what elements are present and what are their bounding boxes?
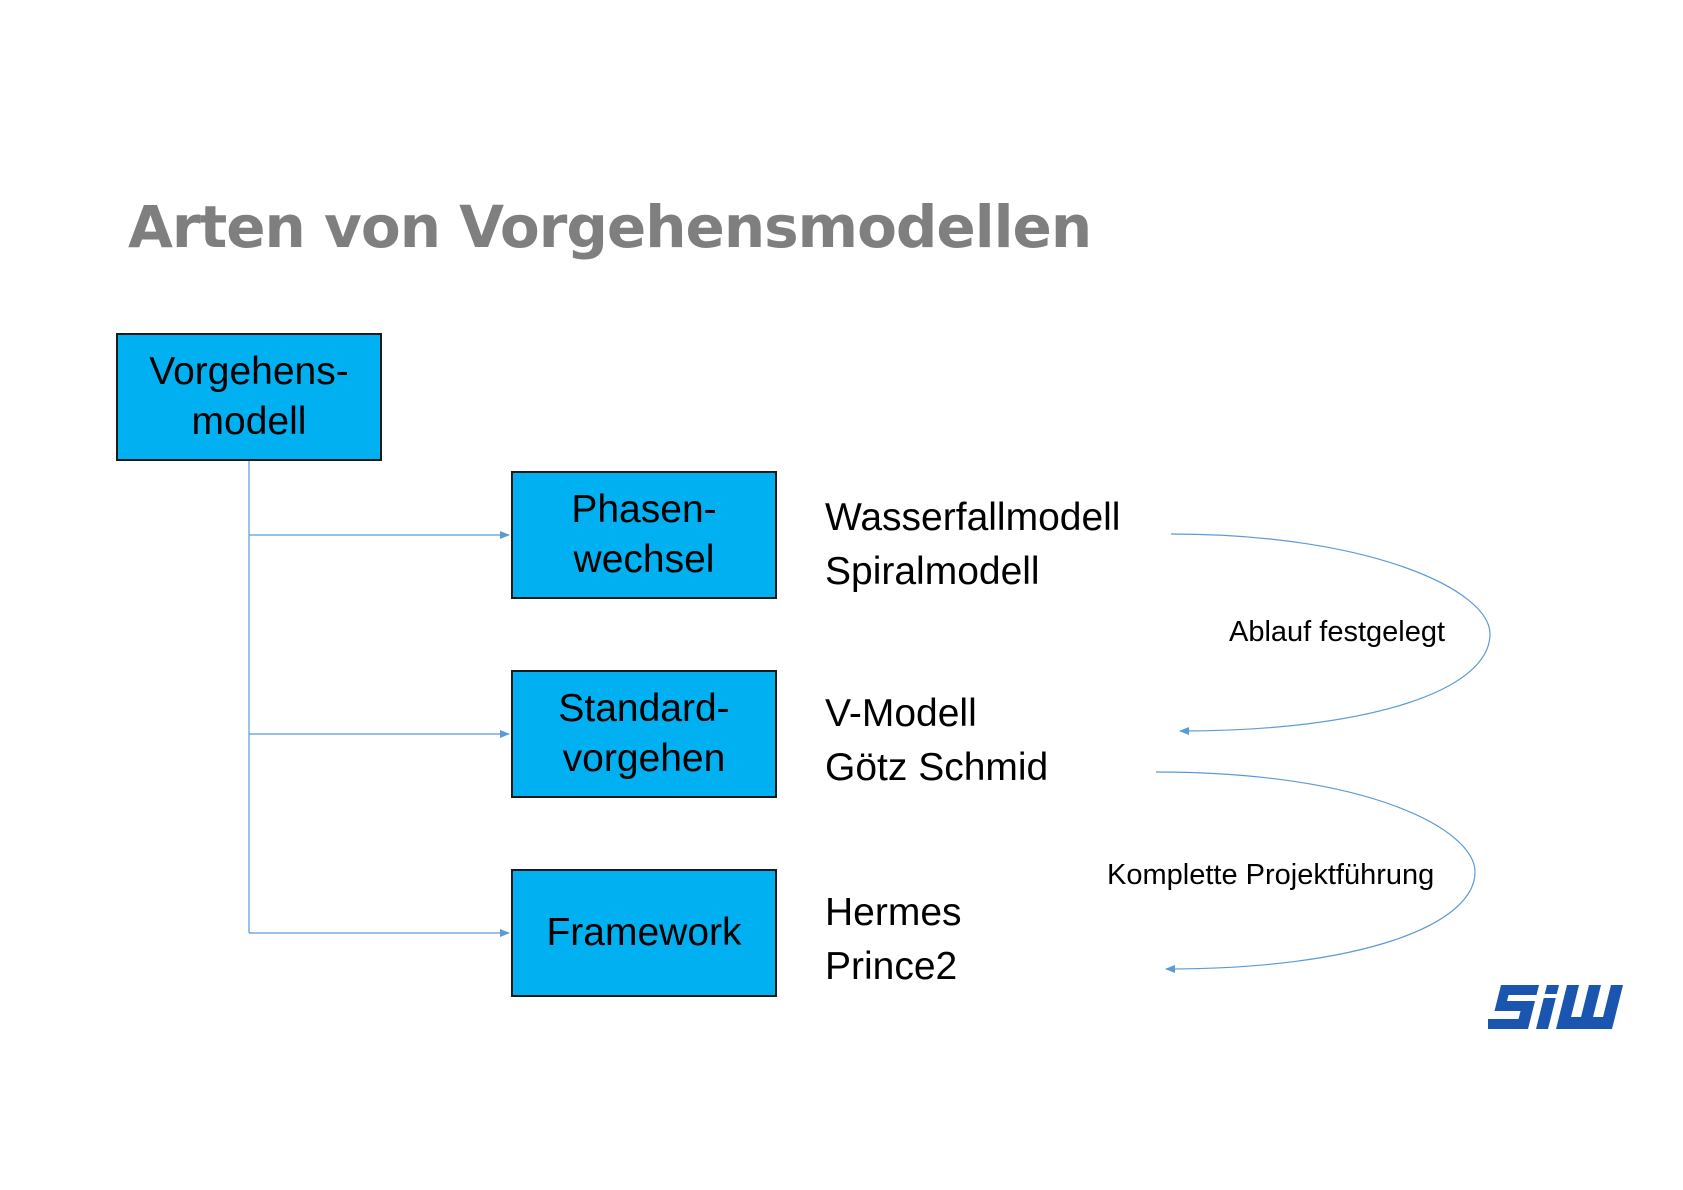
example-item: Wasserfallmodell (825, 496, 1121, 539)
standard-box-line-2: vorgehen (562, 737, 726, 780)
curve-label-ablauf: Ablauf festgelegt (1229, 616, 1446, 648)
root-box-vorgehensmodell: Vorgehens- modell (116, 333, 382, 461)
example-item: Hermes (825, 891, 962, 934)
phasen-box-line-2: wechsel (573, 538, 715, 581)
standard-box-line-1: Standard- (558, 687, 730, 730)
examples-framework: Hermes Prince2 (825, 886, 962, 994)
example-item: Götz Schmid (825, 746, 1049, 789)
root-box-line-1: Vorgehens- (149, 350, 349, 393)
siw-logo (1488, 985, 1624, 1029)
examples-standardvorgehen: V-Modell Götz Schmid (825, 687, 1048, 795)
curved-arrow-ablauf (1170, 533, 1491, 735)
example-item: Prince2 (825, 945, 958, 988)
framework-box-line-1: Framework (546, 911, 742, 954)
phasen-box-line-1: Phasen- (571, 488, 717, 531)
example-item: V-Modell (825, 692, 977, 735)
curve-label-komplett: Komplette Projektführung (1107, 859, 1435, 891)
examples-phasenwechsel: Wasserfallmodell Spiralmodell (825, 491, 1120, 599)
root-box-line-2: modell (191, 400, 307, 443)
box-framework: Framework (511, 869, 777, 997)
curved-arrow-komplett (1155, 771, 1476, 973)
example-item: Spiralmodell (825, 550, 1040, 593)
slide-title: Arten von Vorgehensmodellen (128, 193, 1092, 261)
box-phasenwechsel: Phasen- wechsel (511, 471, 777, 599)
box-standardvorgehen: Standard- vorgehen (511, 670, 777, 798)
